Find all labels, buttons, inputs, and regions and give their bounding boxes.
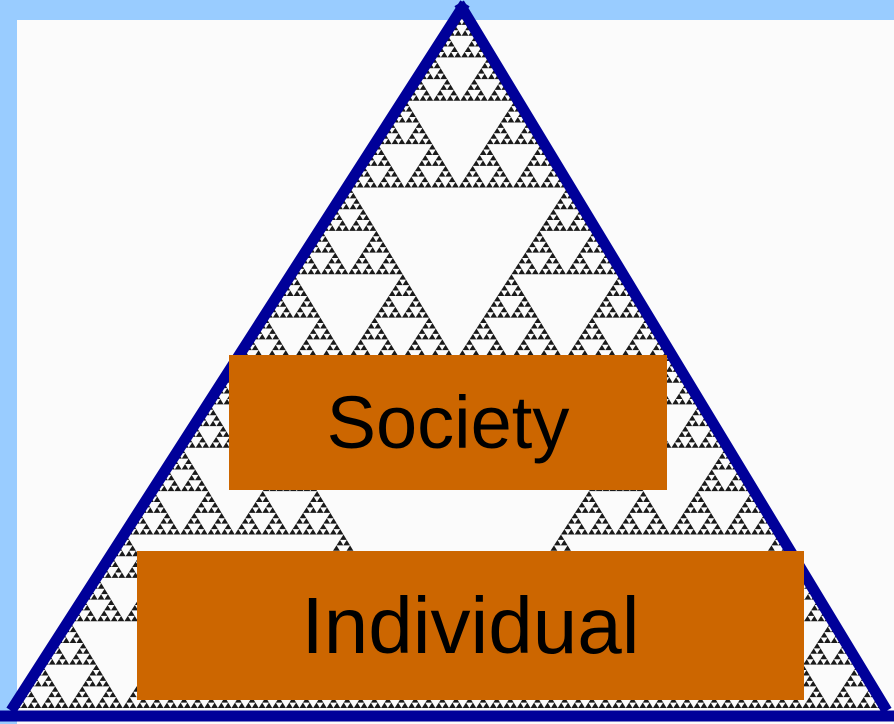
society-label: Society [327, 386, 570, 460]
society-level-box: Society [229, 355, 667, 490]
individual-label: Individual [301, 586, 639, 666]
individual-level-box: Individual [137, 551, 804, 700]
